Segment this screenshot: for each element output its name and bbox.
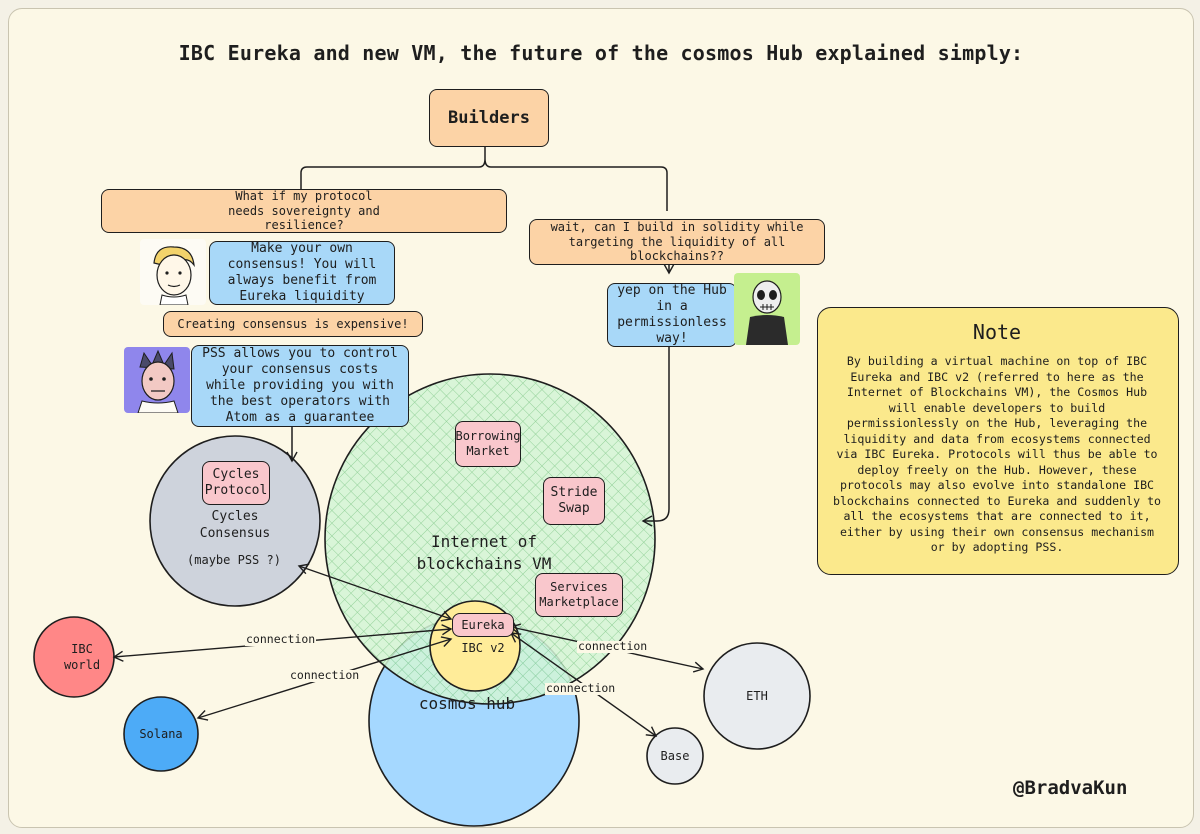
cycles-protocol-box: Cycles Protocol — [202, 461, 270, 505]
ibc-v2-label: IBC v2 — [461, 641, 505, 655]
eth-node — [703, 642, 811, 750]
edge-label-solana: connection — [289, 668, 361, 682]
borrowing-market-box: Borrowing Market — [455, 421, 521, 467]
cosmos-hub-label: cosmos hub — [418, 694, 516, 713]
hub-answer-box: yep on the Hub in a permissionless way! — [607, 283, 737, 347]
pss-answer-box: PSS allows you to control your consensus… — [191, 345, 409, 427]
author-signature: @BradvaKun — [1013, 777, 1128, 799]
edge-label-base: connection — [545, 681, 617, 695]
edge-label-ibc-world: connection — [245, 632, 317, 646]
flow-arrow-hub-to-vm — [641, 347, 670, 527]
stride-swap-box: Stride Swap — [543, 477, 605, 525]
eth-label: ETH — [746, 689, 768, 703]
base-label: Base — [660, 749, 690, 763]
sovereignty-question-box: What if my protocol needs sovereignty an… — [101, 189, 507, 233]
diagram-canvas: IBC Eureka and new VM, the future of the… — [8, 8, 1194, 828]
edge-label-eth: connection — [577, 639, 649, 653]
avatar-stressed — [124, 347, 190, 413]
edge-eureka-cycles — [297, 563, 453, 622]
solidity-question-box: wait, can I build in solidity while targ… — [529, 219, 825, 265]
note-body: By building a virtual machine on top of … — [832, 354, 1162, 555]
cycles-consensus-label: Cycles Consensus — [199, 509, 271, 541]
solana-node — [123, 696, 199, 772]
eureka-box: Eureka — [452, 613, 514, 637]
avatar-skeleton — [734, 273, 800, 345]
own-consensus-answer-box: Make your own consensus! You will always… — [209, 241, 395, 305]
ibc-world-label: IBC world — [63, 642, 101, 672]
cycles-consensus-circle — [149, 435, 321, 607]
expensive-statement-box: Creating consensus is expensive! — [163, 311, 423, 337]
base-node — [646, 727, 704, 785]
note-heading: Note — [972, 320, 1022, 344]
services-marketplace-box: Services Marketplace — [535, 573, 623, 617]
builders-box: Builders — [429, 89, 549, 147]
maybe-pss-label: (maybe PSS ?) — [187, 553, 281, 567]
vm-label: Internet of blockchains VM — [416, 532, 552, 573]
diagram-shapes — [33, 147, 811, 827]
avatar-blonde — [140, 239, 206, 305]
internet-of-blockchains-vm-circle — [324, 373, 656, 705]
note-card: Note By building a virtual machine on to… — [817, 307, 1179, 575]
solana-label: Solana — [139, 727, 183, 741]
page-title: IBC Eureka and new VM, the future of the… — [178, 41, 1024, 65]
